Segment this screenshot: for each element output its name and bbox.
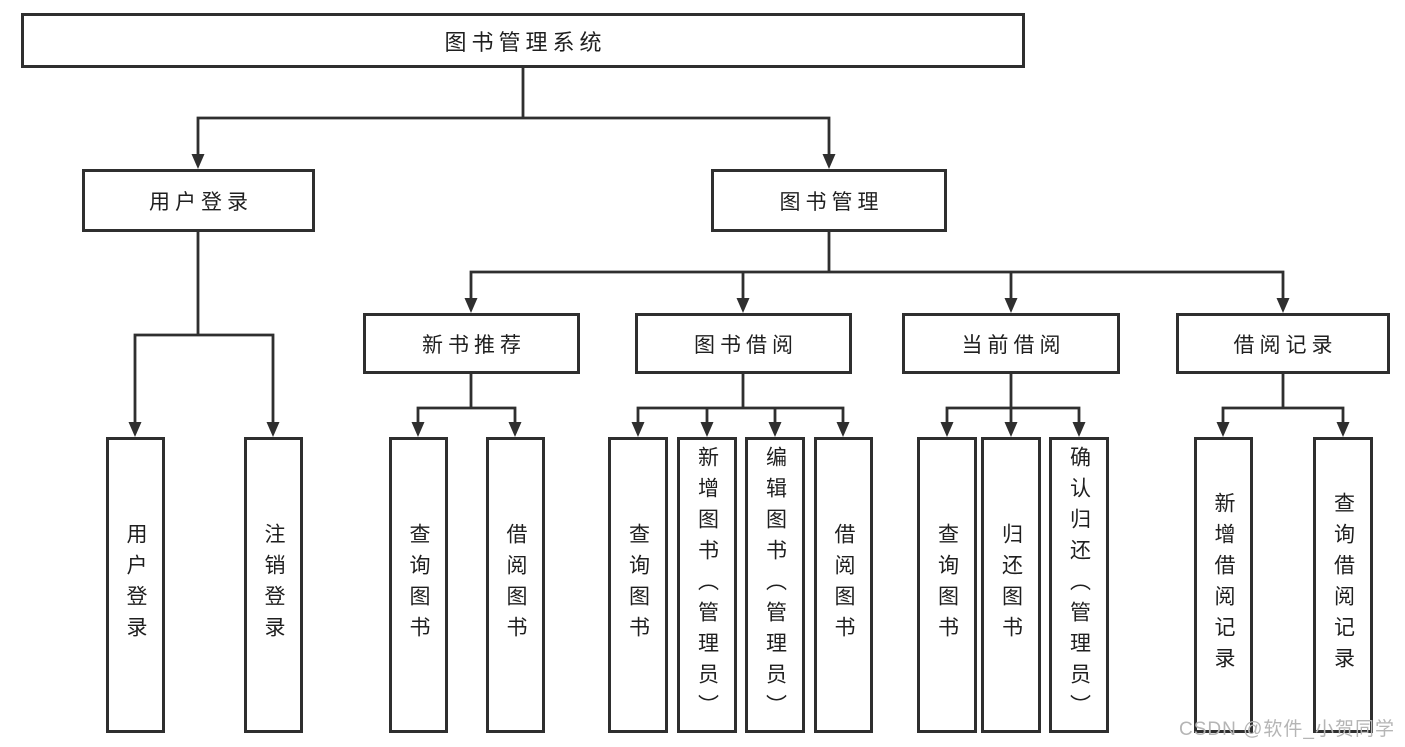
leaf-logout: 注销登录 [244,437,303,733]
connector-book-management-subtree [469,229,1285,302]
node-current-borrow: 当前借阅 [902,313,1120,374]
node-new-book-recommend-label: 新书推荐 [422,333,526,357]
connector-borrow-records-subtree [1221,371,1345,426]
leaf-query-books-current: 查询图书 [917,437,977,733]
leaf-edit-books-admin: 编辑图书（管理员） [745,437,805,733]
leaf-confirm-return-admin-label: 确认归还（管理员） [1067,445,1091,725]
arrow-down-icon-level2 [464,298,1290,313]
leaf-add-books-admin-label: 新增图书（管理员） [695,445,719,725]
leaf-user-login: 用户登录 [106,437,165,733]
node-borrow-records-label: 借阅记录 [1233,333,1338,357]
connector-root-subtree [196,64,831,158]
leaf-borrow-books: 借阅图书 [814,437,873,733]
arrow-down-icon-level1 [191,154,836,169]
leaf-edit-books-admin-label: 编辑图书（管理员） [763,445,787,725]
leaf-borrow-books-recommend-label: 借阅图书 [504,523,527,647]
watermark: CSDN @软件_小贺同学 [1179,719,1395,740]
node-user-login-label: 用户登录 [149,190,253,214]
leaf-logout-label: 注销登录 [262,523,285,647]
node-book-borrow-label: 图书借阅 [694,333,798,357]
node-root-label: 图书管理系统 [444,29,607,55]
leaf-query-books-recommend-label: 查询图书 [407,523,430,647]
node-root: 图书管理系统 [21,13,1025,68]
leaf-query-books-current-label: 查询图书 [935,523,959,647]
leaf-query-borrow-record: 查询借阅记录 [1313,437,1373,733]
connector-new-book-recommend-subtree [416,371,517,426]
node-book-management: 图书管理 [711,169,947,232]
leaf-borrow-books-recommend: 借阅图书 [486,437,545,733]
node-book-management-label: 图书管理 [779,190,884,214]
leaf-query-books-recommend: 查询图书 [389,437,448,733]
connector-current-borrow-subtree [945,371,1081,426]
node-new-book-recommend: 新书推荐 [363,313,580,374]
leaf-return-books-label: 归还图书 [999,523,1023,647]
leaf-add-borrow-record-label: 新增借阅记录 [1212,492,1235,678]
node-borrow-records: 借阅记录 [1176,313,1390,374]
node-book-borrow: 图书借阅 [635,313,852,374]
connector-user-login-subtree [133,229,275,426]
leaf-add-books-admin: 新增图书（管理员） [677,437,737,733]
leaf-query-books-borrow-label: 查询图书 [626,523,650,647]
leaf-add-borrow-record: 新增借阅记录 [1194,437,1253,733]
leaf-query-borrow-record-label: 查询借阅记录 [1331,492,1355,678]
leaf-borrow-books-label: 借阅图书 [832,523,855,647]
arrow-down-icon-leaves [128,422,1350,437]
leaf-return-books: 归还图书 [981,437,1041,733]
leaf-query-books-borrow: 查询图书 [608,437,668,733]
leaf-user-login-label: 用户登录 [124,523,147,647]
node-current-borrow-label: 当前借阅 [961,333,1066,357]
node-user-login: 用户登录 [82,169,315,232]
leaf-confirm-return-admin: 确认归还（管理员） [1049,437,1109,733]
connector-book-borrow-subtree [636,371,845,426]
